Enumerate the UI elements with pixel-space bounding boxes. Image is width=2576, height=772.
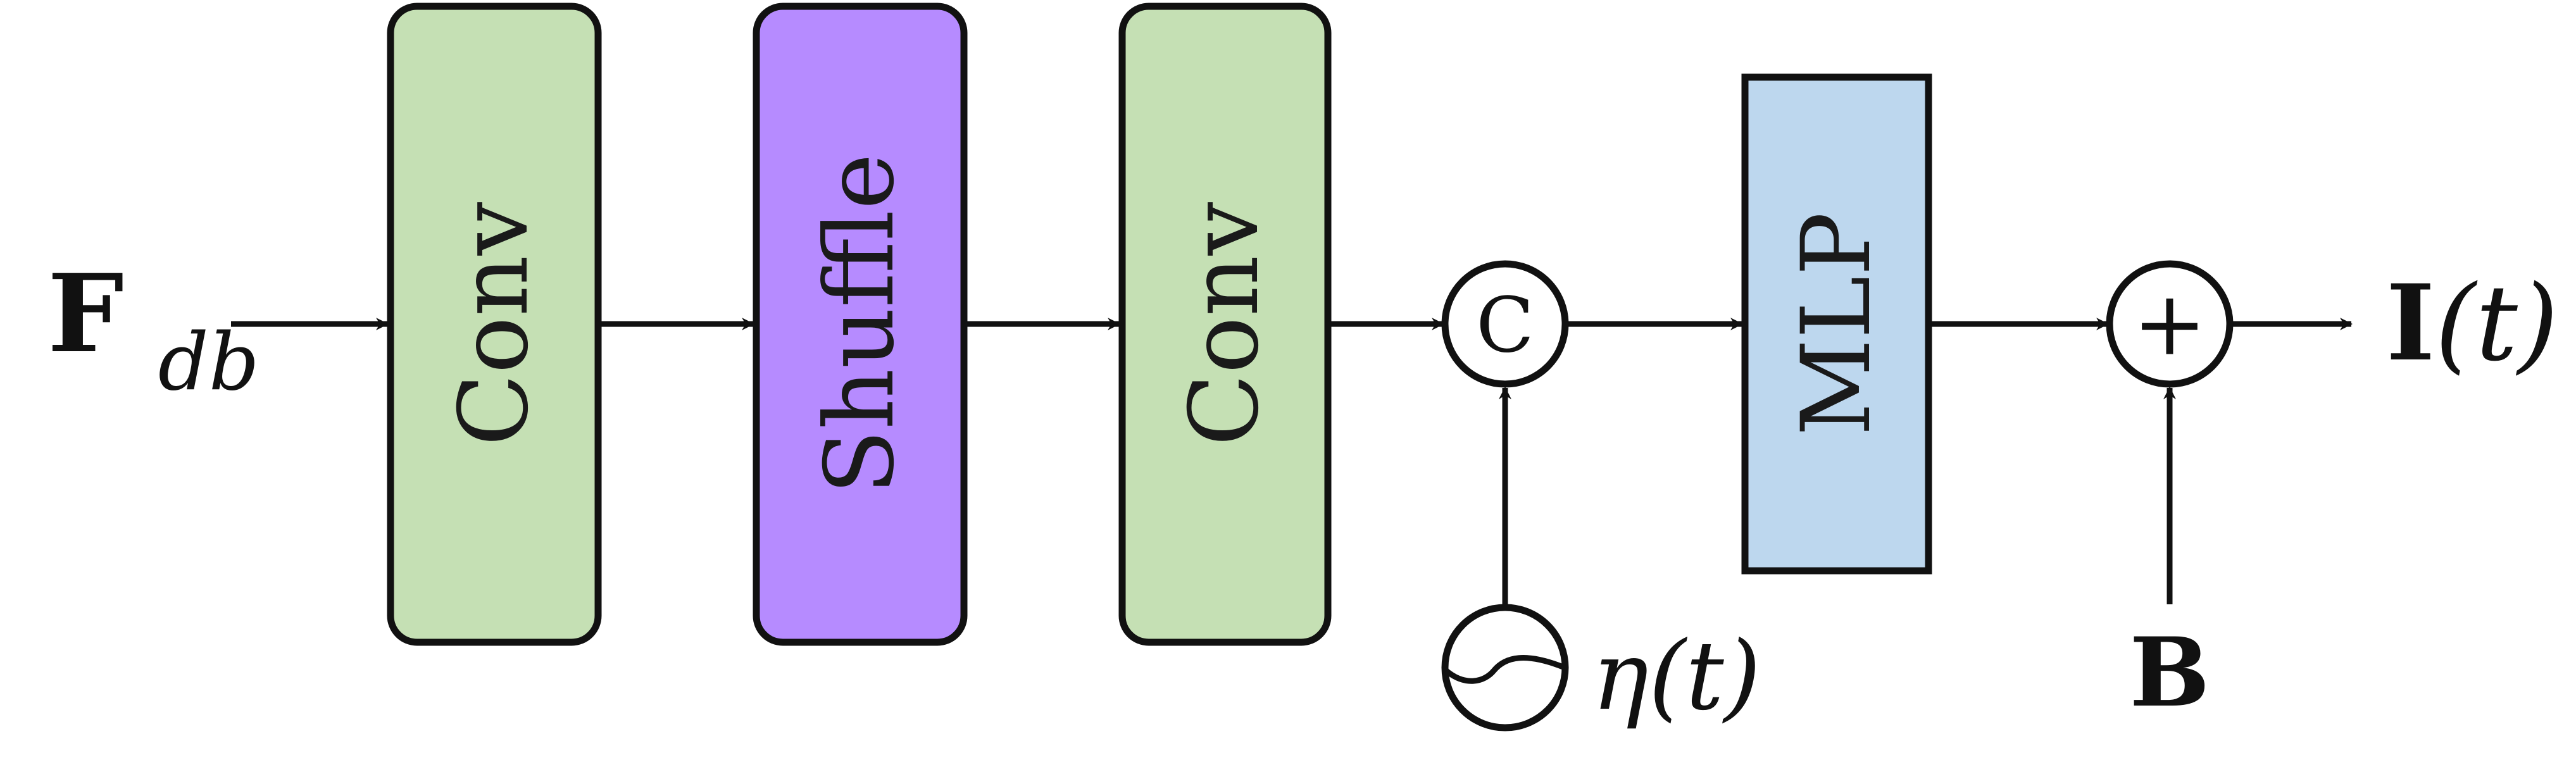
connection-arrows (231, 318, 2353, 604)
noise-source: η(t) (1441, 604, 1761, 732)
shuffle-block-box (753, 3, 968, 646)
noise-label: η(t) (1592, 621, 1761, 732)
mlp-block: MLP (1741, 73, 1932, 575)
conv-block-2-box (1118, 3, 1332, 646)
concat-symbol: C (1476, 282, 1534, 370)
conv-block-2: Conv (1118, 3, 1332, 646)
mlp-block-box (1741, 73, 1932, 575)
mlp-block-label: MLP (1782, 212, 1892, 436)
input-features-subscript: db (158, 316, 259, 408)
input-features-main: F (47, 251, 124, 377)
noise-source-icon (1441, 604, 1569, 732)
conv-block-1-box (387, 3, 602, 646)
add-circle (2106, 260, 2234, 388)
conv-block-1-label: Conv (439, 202, 549, 447)
conv-block-1: Conv (387, 3, 602, 646)
noise-symbol: η (1592, 621, 1649, 732)
shuffle-block: Shuffle (753, 3, 968, 646)
shuffle-block-label: Shuffle (805, 153, 915, 494)
noise-wave-icon (1444, 655, 1566, 684)
add-operator: + (2106, 260, 2234, 388)
concat-circle (1441, 260, 1569, 388)
output-arg: (t) (2435, 263, 2558, 384)
output-label: I(t) (2386, 261, 2558, 384)
input-features-label: F db (47, 251, 259, 408)
conv-block-2-label: Conv (1170, 202, 1280, 447)
concat-operator: C (1441, 260, 1569, 388)
bias-label: B (2130, 617, 2210, 728)
output-main: I (2386, 261, 2435, 384)
noise-arg: (t) (1649, 621, 1761, 732)
add-symbol: + (2132, 273, 2206, 376)
